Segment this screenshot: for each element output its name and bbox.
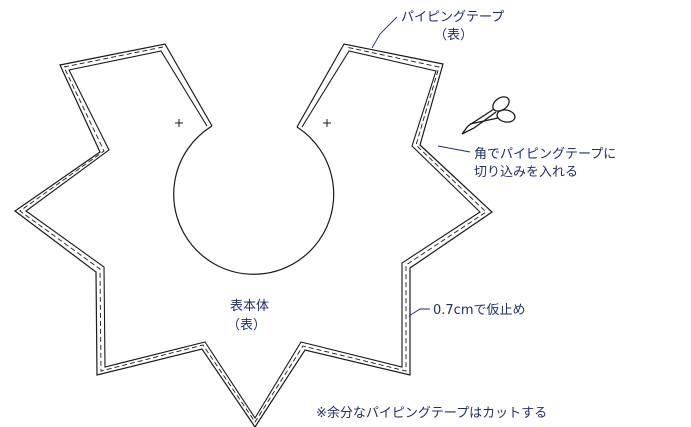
plus-mark-right [323,119,331,127]
label-note: ※余分なパイピングテープはカットする [316,405,547,421]
scissors-icon [461,96,516,135]
label-corner-cut-2: 切り込みを入れる [474,165,578,180]
label-body-main: 表本体 [230,299,269,314]
leader-baste [408,308,430,317]
basting-stitch-line [19,46,487,423]
tape-inner-edge [25,50,481,420]
label-body-side: （表） [227,318,266,333]
leader-corner-cut [437,145,471,153]
label-piping-tape: パイピングテープ [401,10,504,25]
label-corner-cut-1: 角でパイピングテープに [474,147,616,162]
label-baste: 0.7cmで仮止め [433,303,526,318]
label-piping-tape-side: （表） [434,28,473,43]
bib-outline [13,43,493,427]
neck-opening [173,125,335,275]
plus-mark-left [175,119,183,127]
leader-piping-tape [371,16,398,49]
